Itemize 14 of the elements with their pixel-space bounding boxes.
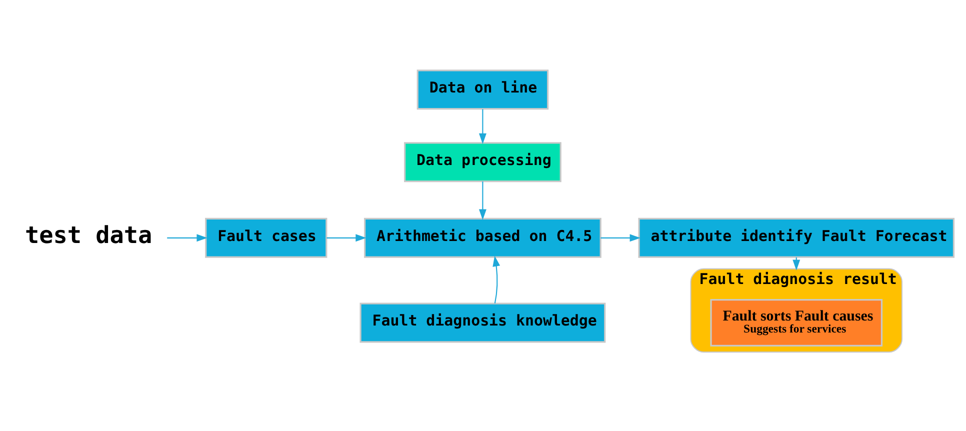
- arrow: [478, 109, 486, 144]
- arrow: [600, 234, 640, 242]
- arrow: [166, 234, 207, 242]
- node-box: Arithmetic based on C4.5: [364, 218, 601, 258]
- node-text: test data: [24, 220, 152, 249]
- node-box: Fault cases: [204, 218, 327, 258]
- arrow: [326, 234, 366, 242]
- arrow: [478, 181, 486, 220]
- node-box: Data processing: [404, 142, 561, 182]
- node-box: attribute identify Fault Forecast: [638, 218, 954, 258]
- node-box: Fault diagnosis knowledge: [359, 302, 606, 343]
- arrow: [492, 256, 500, 304]
- node-box: Fault sorts Fault causes Suggests for services: [710, 298, 882, 346]
- node-box: Data on line: [416, 70, 548, 110]
